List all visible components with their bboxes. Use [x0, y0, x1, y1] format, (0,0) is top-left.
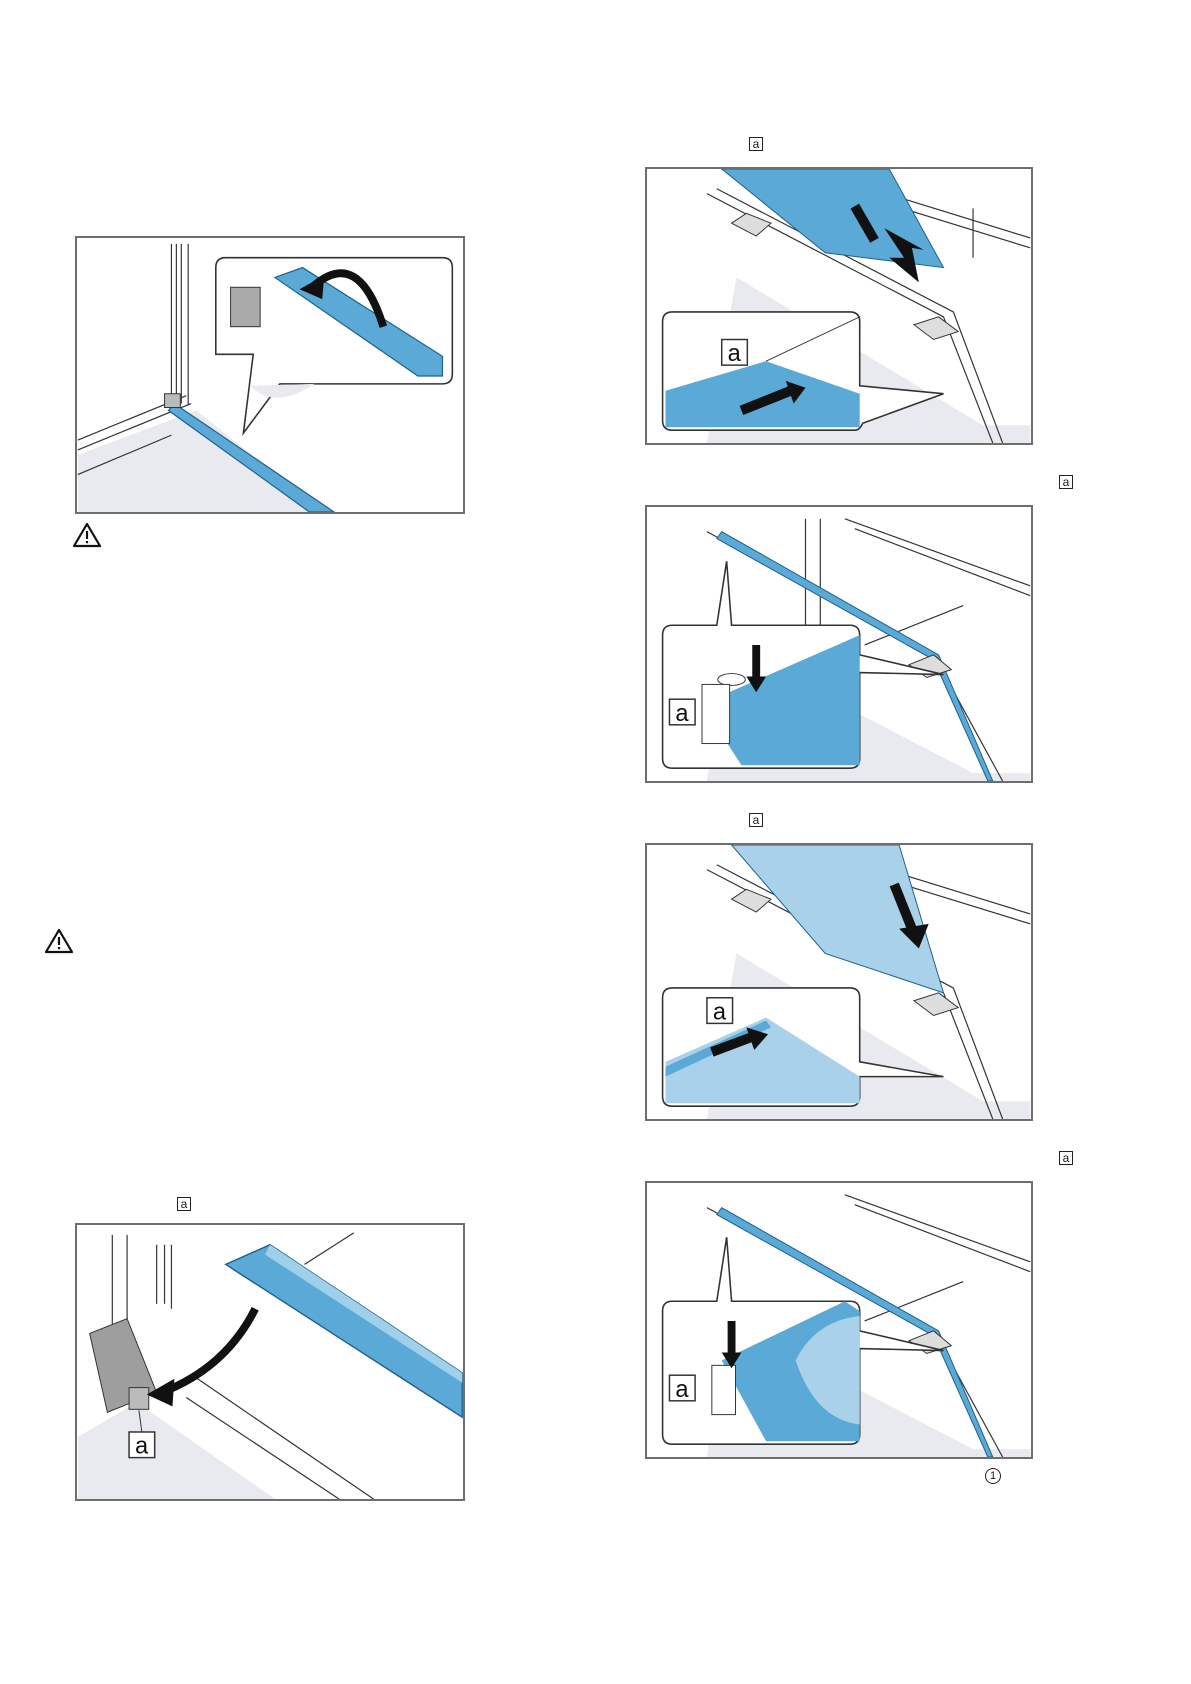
- figure-insert-pane-4: a: [645, 1181, 1033, 1459]
- fig5-label: a: [713, 999, 727, 1025]
- ref-marker-a-left: a: [177, 1197, 191, 1211]
- figure-insert-pane-2: a: [645, 505, 1033, 783]
- figure-insert-pane-3: a: [645, 843, 1033, 1121]
- figure-insert-pane-2-drawing: a: [647, 507, 1031, 781]
- figure-insert-pane-3-drawing: a: [647, 845, 1031, 1119]
- fig4-label: a: [675, 701, 689, 727]
- ref-marker-a-r2: a: [1059, 475, 1073, 489]
- figure-insert-pane-4-drawing: a: [647, 1183, 1031, 1457]
- figure-remove-seal-drawing: [77, 238, 463, 512]
- fig2-label: a: [135, 1434, 149, 1460]
- fig6-label: a: [675, 1377, 689, 1403]
- figure-insert-seal-drawing: a: [77, 1225, 463, 1499]
- warning-triangle-icon-2: [44, 928, 74, 954]
- figure-insert-pane-1: a: [645, 167, 1033, 445]
- figure-remove-seal: [75, 236, 465, 514]
- fig3-label: a: [728, 341, 742, 367]
- warning-triangle-icon: [72, 522, 102, 548]
- ref-marker-a-r4: a: [1059, 1151, 1073, 1165]
- ref-marker-a-r3: a: [749, 813, 763, 827]
- figure-insert-seal: a: [75, 1223, 465, 1501]
- ref-marker-a-r1: a: [749, 137, 763, 151]
- figure-insert-pane-1-drawing: a: [647, 169, 1031, 443]
- footnote-marker: 1: [985, 1468, 1001, 1484]
